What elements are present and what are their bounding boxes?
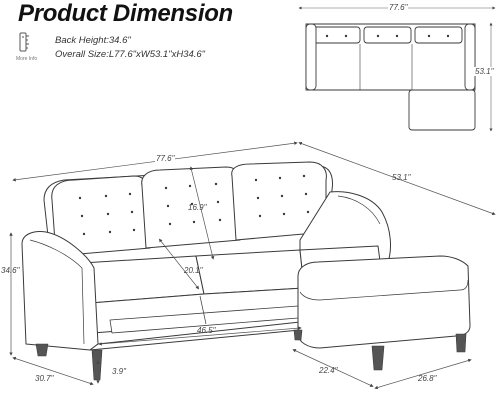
leg-height-label: 3.9" (112, 367, 126, 376)
ottoman (297, 255, 471, 349)
top-view-width-label: 77.6" (388, 3, 409, 12)
overall-size-spec: Overall Size:L77.6"xW53.1"xH34.6" (55, 49, 206, 60)
back-cushion-right (231, 161, 327, 241)
overall-length-label: 77.6" (155, 154, 176, 163)
top-view-diagram (298, 6, 496, 132)
left-arm (21, 231, 99, 351)
ottoman-width-label: 26.8" (418, 374, 437, 383)
ottoman-depth-label: 22.4" (319, 366, 338, 375)
page-title: Product Dimension (18, 0, 233, 27)
total-height-label: 34.6" (1, 266, 20, 275)
sofa-3d-view (12, 141, 496, 381)
back-height-label: 16.9" (188, 203, 207, 212)
seat-width-label: 46.5" (197, 326, 216, 335)
more-info-label: More Info (16, 56, 38, 62)
seat-cushion-middle (195, 249, 305, 295)
sofa-depth-label: 30.7" (35, 374, 54, 383)
dimension-lines (9, 166, 472, 390)
overall-depth-label: 53.1" (392, 173, 411, 182)
top-view-depth-label: 53.1" (474, 67, 495, 76)
seat-depth-label: 20.1" (184, 266, 203, 275)
tape-measure-icon (19, 32, 29, 52)
back-height-spec: Back Height:34.6" (55, 35, 131, 46)
